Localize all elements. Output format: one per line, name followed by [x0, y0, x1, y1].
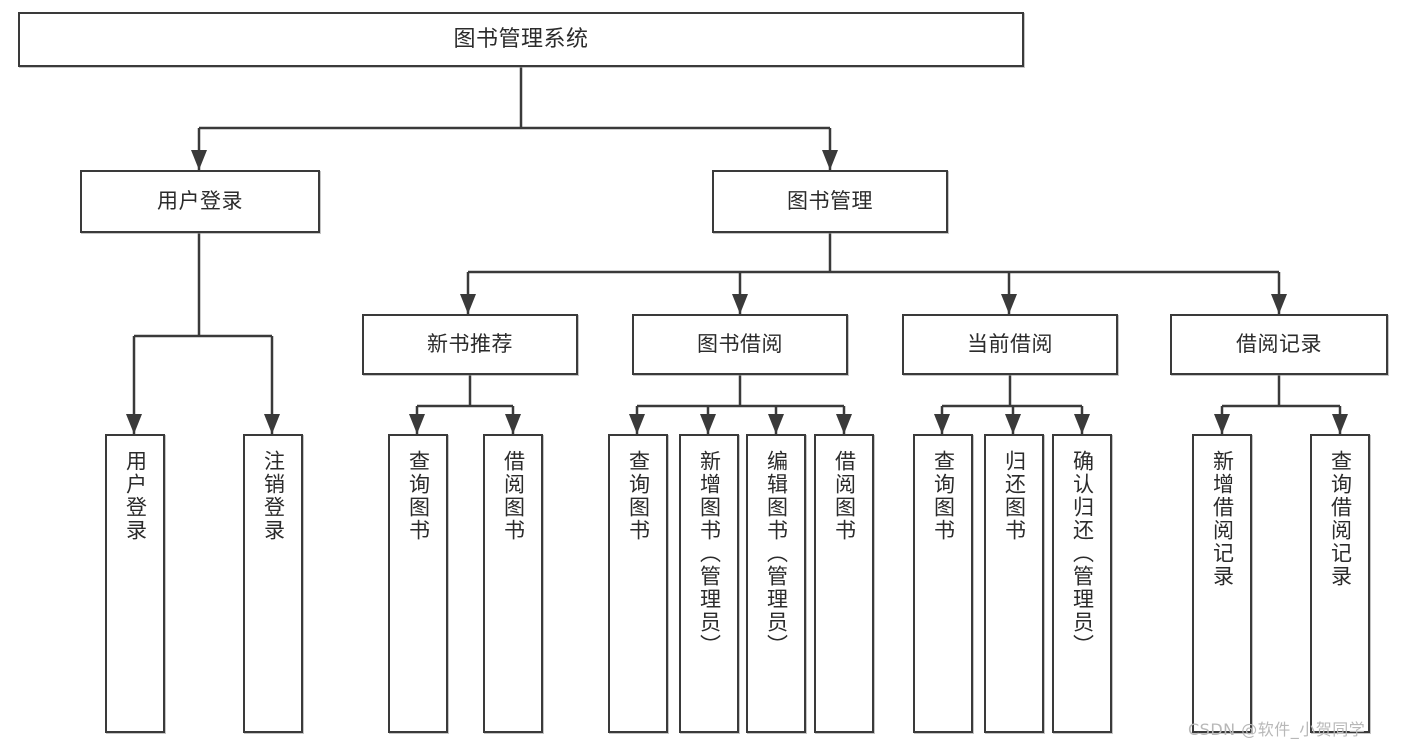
- node-record[interactable]: 借阅记录: [1170, 314, 1388, 375]
- node-label: 借阅图书: [832, 450, 857, 542]
- bookmgmt-to-level2-arrowhead-1: [732, 294, 748, 314]
- node-l4[interactable]: 借阅图书: [483, 434, 543, 733]
- node-label: 查询图书: [406, 450, 431, 542]
- node-label: 编辑图书（管理员）: [764, 450, 789, 657]
- node-label: 借阅图书: [501, 450, 526, 542]
- borrow-to-leaves-arrowhead-0: [629, 414, 645, 434]
- root-to-level1-arrowhead-1: [822, 150, 838, 170]
- newbook-to-leaves-arrowhead-0: [409, 414, 425, 434]
- node-l6[interactable]: 新增图书（管理员）: [679, 434, 739, 733]
- bookmgmt-to-level2-arrowhead-3: [1271, 294, 1287, 314]
- node-label: 确认归还（管理员）: [1070, 450, 1095, 657]
- current-to-leaves-arrowhead-1: [1005, 414, 1021, 434]
- node-label: 查询图书: [626, 450, 651, 542]
- node-label: 用户登录: [123, 450, 148, 542]
- node-current[interactable]: 当前借阅: [902, 314, 1118, 375]
- bookmgmt-to-level2-arrowhead-2: [1001, 294, 1017, 314]
- node-l3[interactable]: 查询图书: [388, 434, 448, 733]
- node-l13[interactable]: 查询借阅记录: [1310, 434, 1370, 733]
- node-label: 查询借阅记录: [1328, 450, 1353, 588]
- node-label: 查询图书: [931, 450, 956, 542]
- newbook-to-leaves-arrowhead-1: [505, 414, 521, 434]
- node-l9[interactable]: 查询图书: [913, 434, 973, 733]
- node-label: 归还图书: [1002, 450, 1027, 542]
- node-label: 图书管理: [787, 189, 873, 214]
- node-l11[interactable]: 确认归还（管理员）: [1052, 434, 1112, 733]
- node-l12[interactable]: 新增借阅记录: [1192, 434, 1252, 733]
- borrow-to-leaves-arrowhead-1: [700, 414, 716, 434]
- node-l5[interactable]: 查询图书: [608, 434, 668, 733]
- node-label: 借阅记录: [1236, 332, 1322, 357]
- bookmgmt-to-level2-arrowhead-0: [460, 294, 476, 314]
- record-to-leaves-arrowhead-0: [1214, 414, 1230, 434]
- root-to-level1-arrowhead-0: [191, 150, 207, 170]
- node-borrow[interactable]: 图书借阅: [632, 314, 848, 375]
- borrow-to-leaves-arrowhead-2: [768, 414, 784, 434]
- node-root[interactable]: 图书管理系统: [18, 12, 1024, 67]
- login-to-leaves-arrowhead-1: [264, 414, 280, 434]
- node-login[interactable]: 用户登录: [80, 170, 320, 233]
- node-l10[interactable]: 归还图书: [984, 434, 1044, 733]
- node-label: 新增借阅记录: [1210, 450, 1235, 588]
- node-label: 图书借阅: [697, 332, 783, 357]
- node-label: 注销登录: [261, 450, 286, 542]
- watermark: CSDN @软件_小贺同学: [1188, 720, 1366, 739]
- record-to-leaves-arrowhead-1: [1332, 414, 1348, 434]
- borrow-to-leaves-arrowhead-3: [836, 414, 852, 434]
- node-newbook[interactable]: 新书推荐: [362, 314, 578, 375]
- node-l7[interactable]: 编辑图书（管理员）: [746, 434, 806, 733]
- node-l8[interactable]: 借阅图书: [814, 434, 874, 733]
- current-to-leaves-arrowhead-2: [1074, 414, 1090, 434]
- node-label: 新增图书（管理员）: [697, 450, 722, 657]
- current-to-leaves-arrowhead-0: [934, 414, 950, 434]
- node-label: 用户登录: [157, 189, 243, 214]
- login-to-leaves-arrowhead-0: [126, 414, 142, 434]
- node-label: 当前借阅: [967, 332, 1053, 357]
- node-l2[interactable]: 注销登录: [243, 434, 303, 733]
- node-bookmgmt[interactable]: 图书管理: [712, 170, 948, 233]
- node-l1[interactable]: 用户登录: [105, 434, 165, 733]
- node-label: 图书管理系统: [453, 26, 589, 52]
- node-label: 新书推荐: [427, 332, 513, 357]
